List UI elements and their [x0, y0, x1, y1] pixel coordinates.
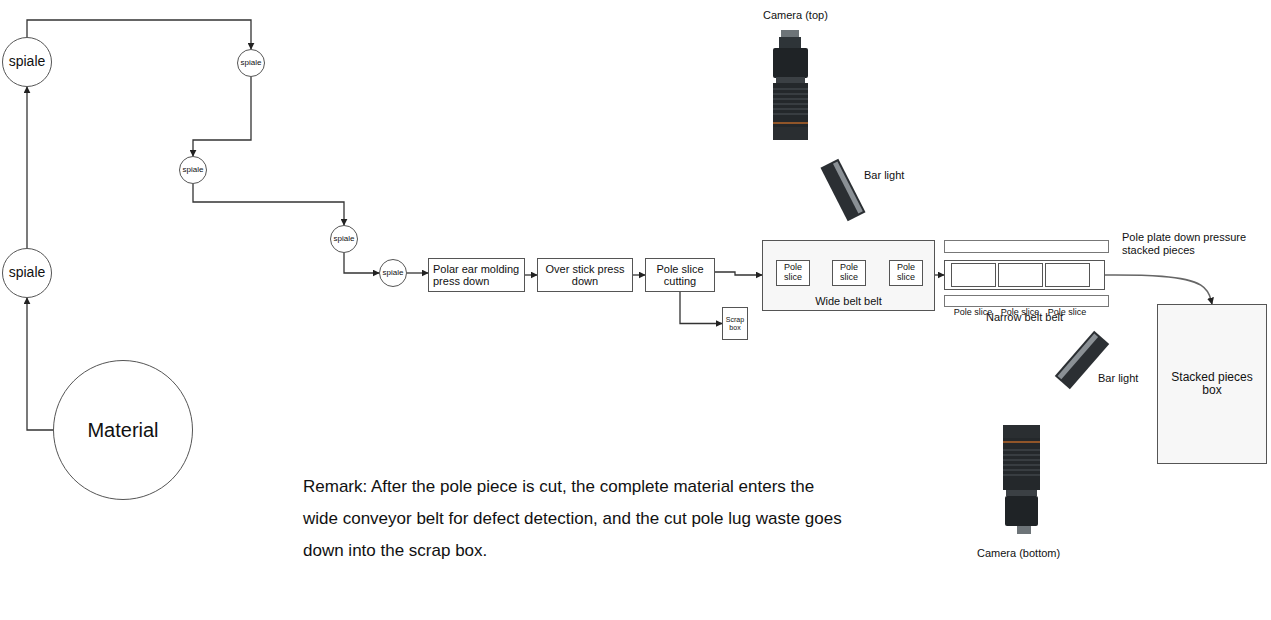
scrap-box: Scrap box [722, 307, 748, 340]
pole-slice: Pole slice [832, 260, 866, 286]
stacked-box: Stacked pieces box [1157, 304, 1267, 464]
node-text: Pole slice [779, 263, 807, 283]
bar-light-top [820, 159, 865, 222]
camera-top [773, 30, 808, 140]
pole-slice: Pole slice [776, 260, 810, 286]
node-text: spiale [383, 269, 404, 278]
roller-circle: spiale [379, 259, 407, 287]
light-label: Bar light [864, 169, 904, 182]
node-text: Pole slice [892, 263, 920, 283]
flow-arrow [27, 298, 53, 430]
remark-note: Remark: After the pole piece is cut, the… [303, 471, 848, 567]
flow-arrow [935, 274, 944, 275]
wide-belt: Pole slice Pole slice Pole sliceWide belt … [762, 240, 935, 311]
node-text: Pole slice [835, 263, 863, 283]
roller-circle: spiale [2, 37, 52, 87]
roller-circle: spiale [179, 156, 207, 184]
flow-arrow [193, 184, 344, 225]
pole-slice: Pole slice [889, 260, 923, 286]
node-text: Polar ear molding press down [433, 263, 520, 287]
narrow-belt-rails [945, 241, 1109, 307]
roller-circle: spiale [330, 225, 358, 253]
curved-arrow [1105, 275, 1212, 304]
node-text: spiale [9, 265, 46, 280]
node-text: spiale [183, 166, 204, 175]
flow-arrow [525, 274, 537, 275]
node-text: Narrow belt belt [986, 311, 1063, 323]
roller-circle: spiale [2, 248, 52, 298]
camera-bottom [1003, 425, 1040, 534]
node-text: spiale [241, 59, 262, 68]
flow-arrow [26, 87, 27, 248]
node-text: spiale [9, 54, 46, 69]
process-box: Over stick press down [537, 258, 633, 292]
roller-circle: spiale [237, 49, 265, 77]
edge-label: Pole plate down pressure stacked pieces [1122, 231, 1264, 257]
node-text: Stacked pieces box [1160, 371, 1264, 397]
flow-arrow [193, 77, 251, 156]
flow-arrow [680, 292, 722, 324]
camera-label: Camera (top) [763, 9, 828, 22]
flow-arrow [344, 253, 379, 273]
node-text: Material [87, 419, 158, 441]
node-text: Over stick press down [540, 263, 630, 287]
material-circle: Material [53, 360, 193, 500]
light-label: Bar light [1098, 372, 1138, 385]
node-text: spiale [334, 235, 355, 244]
flow-arrow [715, 272, 762, 275]
narrow-belt: Pole slicePole slicePole sliceNarrow bel… [944, 260, 1105, 290]
pole-slice: Pole slice [1045, 263, 1090, 287]
process-box: Polar ear molding press down [428, 258, 525, 292]
flow-arrow [407, 272, 428, 273]
node-text: Pole slice cutting [648, 263, 712, 287]
pole-slice: Pole slice [951, 263, 996, 287]
process-box: Pole slice cutting [645, 258, 715, 292]
node-text: Wide belt belt [815, 295, 882, 307]
node-text: Scrap box [725, 316, 745, 331]
pole-slice: Pole slice [998, 263, 1043, 287]
flow-arrow [27, 20, 251, 49]
camera-label: Camera (bottom) [977, 547, 1060, 560]
flow-arrow [633, 274, 645, 275]
